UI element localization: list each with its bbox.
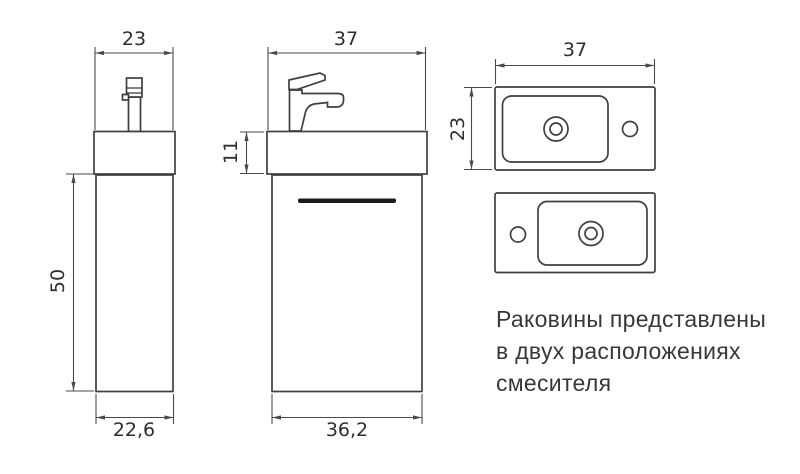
faucet-spout-tip (121, 93, 130, 101)
faucet-lever-handle (288, 72, 326, 91)
caption-line: смесителя (496, 370, 612, 396)
dim-label-plan-depth: 23 (447, 116, 469, 142)
faucet-hole (621, 120, 639, 138)
caption-line: в двух расположениях (496, 338, 741, 364)
cabinet-side (95, 174, 174, 393)
dim-label-side-width: 23 (121, 28, 147, 50)
side-view (93, 77, 176, 393)
plan-view-faucet-left (494, 192, 656, 274)
plan-view-faucet-right (494, 86, 656, 171)
basin-bowl (501, 95, 609, 163)
drain-hole-inner (584, 226, 598, 241)
dim-label-plan-width: 37 (562, 39, 588, 61)
side-view-dimensions (66, 47, 175, 424)
cabinet-front (271, 174, 423, 393)
front-view-dimensions (240, 47, 427, 424)
basin-side (93, 130, 176, 175)
sink-outline (494, 192, 656, 274)
caption-text: Раковины представлены в двух расположени… (496, 303, 800, 399)
dim-label-basin-height: 11 (220, 139, 242, 165)
faucet-hole (509, 226, 527, 243)
dim-label-side-height: 50 (47, 268, 69, 294)
basin-bowl (537, 200, 648, 266)
faucet-front-view (288, 72, 345, 132)
dim-label-front-width-bottom: 36,2 (325, 419, 369, 441)
faucet-side-view (121, 77, 143, 133)
dim-label-side-depth: 22,6 (112, 419, 156, 441)
basin-front (266, 130, 428, 175)
sink-outline (494, 86, 656, 171)
front-view (266, 72, 428, 393)
caption-line: Раковины представлены (496, 306, 767, 332)
drain-hole-inner (549, 122, 563, 136)
plan-view-dimensions (464, 59, 656, 171)
dim-label-front-width: 37 (333, 28, 359, 50)
door-handle (298, 198, 396, 203)
drain-hole-outer (543, 116, 569, 142)
drain-hole-outer (578, 220, 604, 247)
